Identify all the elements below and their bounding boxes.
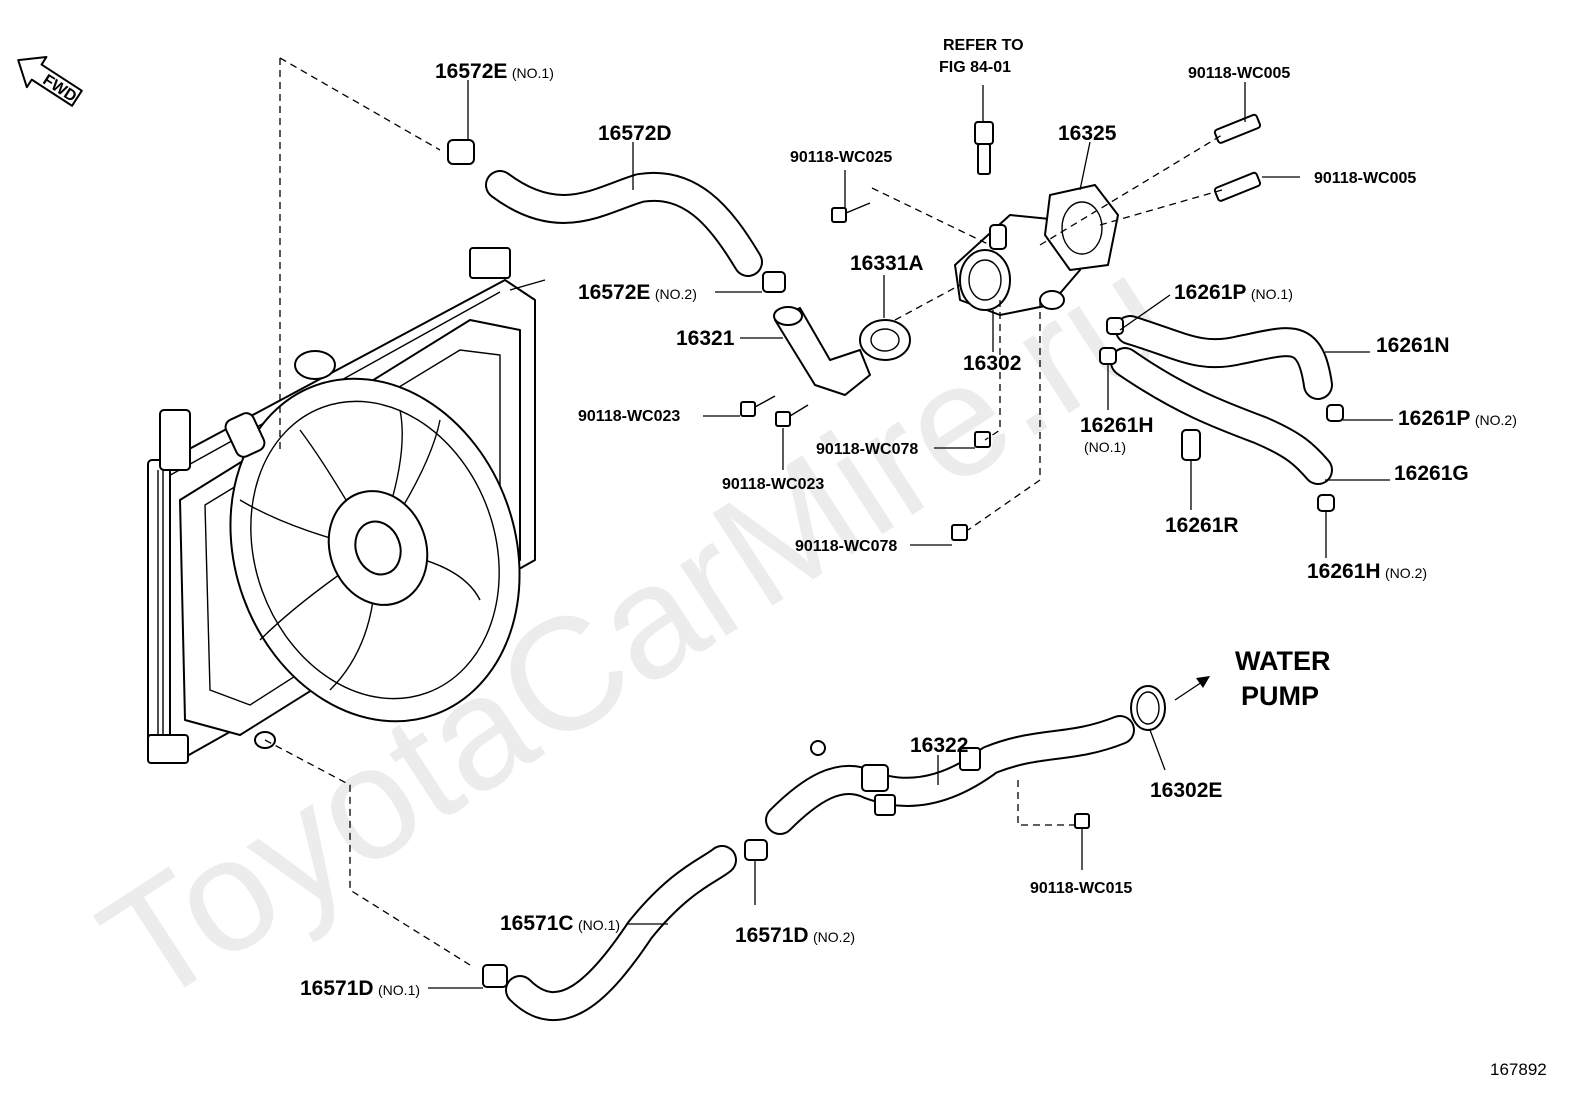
clamp-16261R: [1181, 429, 1201, 461]
svg-text:16261G: 16261G: [1394, 462, 1469, 485]
callout-16321: 16321: [676, 327, 735, 350]
svg-text:16321: 16321: [676, 327, 735, 350]
callout-16322: 16322: [910, 734, 968, 757]
svg-text:90118-WC023: 90118-WC023: [722, 476, 824, 493]
clamp-16571D-no1: [482, 964, 508, 988]
callout-16572E-no1: 16572E (NO.1): [435, 60, 554, 83]
callout-16261G: 16261G: [1394, 462, 1469, 485]
svg-text:16261H: 16261H: [1080, 414, 1154, 437]
svg-text:FIG 84-01: FIG 84-01: [939, 59, 1011, 76]
svg-text:16302: 16302: [963, 352, 1021, 375]
callout-16572E-no2: 16572E (NO.2): [578, 281, 697, 304]
svg-text:WATER: WATER: [1235, 646, 1331, 676]
stud-upper: [1213, 113, 1262, 144]
callout-90118-WC015: 90118-WC015: [1030, 880, 1132, 897]
temperature-sensor: [974, 121, 994, 175]
diagram-id: 167892: [1490, 1060, 1547, 1079]
svg-text:16331A: 16331A: [850, 252, 924, 275]
callout-90118-WC025: 90118-WC025: [790, 149, 892, 166]
svg-text:90118-WC005: 90118-WC005: [1314, 170, 1416, 187]
svg-text:16571C (NO.1): 16571C (NO.1): [500, 912, 620, 935]
callout-16571C-no1: 16571C (NO.1): [500, 912, 620, 935]
bolt-wc023-b: [775, 404, 809, 427]
svg-text:16322: 16322: [910, 734, 968, 757]
svg-text:90118-WC078: 90118-WC078: [816, 441, 918, 458]
callout-16571D-no2: 16571D (NO.2): [735, 924, 855, 947]
svg-text:16325: 16325: [1058, 122, 1117, 145]
radiator-assembly: [147, 247, 546, 764]
bolt-wc023-a: [740, 395, 776, 417]
callout-90118-WC078-b: 90118-WC078: [795, 538, 897, 555]
svg-text:16261P (NO.2): 16261P (NO.2): [1398, 407, 1517, 430]
callout-16261R: 16261R: [1165, 514, 1239, 537]
clamp-16572E-no1: [447, 139, 475, 165]
callout-16261P-no2: 16261P (NO.2): [1398, 407, 1517, 430]
svg-text:16261H (NO.2): 16261H (NO.2): [1307, 560, 1427, 583]
clamp-16261H-no2: [1317, 494, 1335, 512]
svg-text:16261R: 16261R: [1165, 514, 1239, 537]
svg-text:16261N: 16261N: [1376, 334, 1450, 357]
nut-wc078-a: [974, 431, 991, 448]
svg-text:16571D (NO.1): 16571D (NO.1): [300, 977, 420, 1000]
callout-16302: 16302: [963, 352, 1021, 375]
nut-wc078-b: [951, 524, 968, 541]
heater-hose-upper: [1115, 315, 1333, 400]
water-outlet: [773, 306, 871, 396]
callout-16331A: 16331A: [850, 252, 924, 275]
upper-radiator-hose: [485, 170, 763, 277]
clamp-16261P-no1: [1106, 317, 1124, 335]
callout-16261H-no2: 16261H (NO.2): [1307, 560, 1427, 583]
clamp-16571D-no2: [744, 839, 768, 861]
svg-text:90118-WC025: 90118-WC025: [790, 149, 892, 166]
fwd-arrow-icon: FWD: [17, 55, 83, 107]
callout-16571D-no1: 16571D (NO.1): [300, 977, 420, 1000]
callout-90118-WC023-b: 90118-WC023: [722, 476, 824, 493]
callout-90118-WC023-a: 90118-WC023: [578, 408, 680, 425]
bolt-wc025: [831, 202, 871, 223]
svg-text:16572D: 16572D: [598, 122, 672, 145]
callout-90118-WC005-b: 90118-WC005: [1314, 170, 1416, 187]
svg-text:(NO.1): (NO.1): [1084, 439, 1126, 455]
svg-text:REFER TO: REFER TO: [943, 37, 1024, 54]
water-inlet-pipe: [765, 715, 1135, 835]
callout-16261N: 16261N: [1376, 334, 1450, 357]
bolt-wc015: [1074, 813, 1090, 829]
refer-note: REFER TO FIG 84-01: [939, 37, 1024, 76]
svg-text:16572E (NO.1): 16572E (NO.1): [435, 60, 554, 83]
svg-text:16572E (NO.2): 16572E (NO.2): [578, 281, 697, 304]
svg-text:90118-WC005: 90118-WC005: [1188, 65, 1290, 82]
clamp-16261P-no2: [1326, 404, 1344, 422]
lower-radiator-hose: [505, 845, 737, 1022]
callout-90118-WC078-a: 90118-WC078: [816, 441, 918, 458]
svg-text:16302E: 16302E: [1150, 779, 1222, 802]
callout-16261P-no1: 16261P (NO.1): [1174, 281, 1293, 304]
gasket: [1044, 184, 1119, 271]
clamp-16572E-no2: [762, 271, 786, 293]
callout-16572D: 16572D: [598, 122, 672, 145]
destination-label: WATER PUMP: [1235, 646, 1331, 711]
svg-text:90118-WC023: 90118-WC023: [578, 408, 680, 425]
callout-90118-WC005-a: 90118-WC005: [1188, 65, 1290, 82]
svg-text:16571D (NO.2): 16571D (NO.2): [735, 924, 855, 947]
thermostat: [859, 319, 911, 361]
svg-text:16261P (NO.1): 16261P (NO.1): [1174, 281, 1293, 304]
clamp-16261H-no1: [1099, 347, 1117, 365]
callout-16302E: 16302E: [1150, 779, 1222, 802]
callout-16325: 16325: [1058, 122, 1117, 145]
callout-16261H-no1: 16261H (NO.1): [1080, 414, 1154, 455]
svg-text:90118-WC015: 90118-WC015: [1030, 880, 1132, 897]
svg-text:90118-WC078: 90118-WC078: [795, 538, 897, 555]
stud-lower: [1213, 171, 1262, 202]
heater-hose-lower: [1110, 347, 1333, 485]
svg-text:PUMP: PUMP: [1241, 681, 1319, 711]
